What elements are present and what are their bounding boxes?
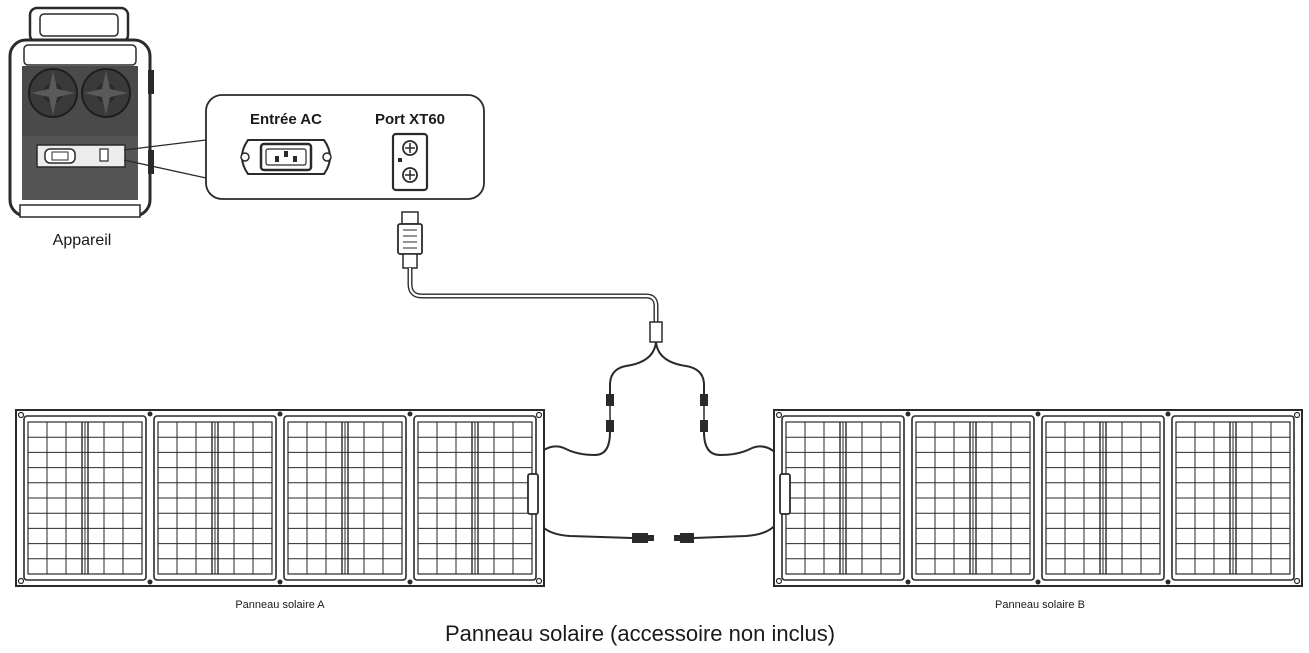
y-splitter-cable: [606, 341, 708, 432]
xt60-port-icon: [391, 132, 429, 192]
panel-b-section: [1041, 415, 1165, 581]
panel-a-section: [153, 415, 277, 581]
device-label: Appareil: [53, 232, 112, 249]
panel-a-section: [283, 415, 407, 581]
panel-b-section: [1171, 415, 1295, 581]
device-illustration: [8, 6, 154, 218]
solar-panel-b: [773, 409, 1303, 587]
panel-b-cables: [674, 431, 785, 543]
panel-a-section: [23, 415, 147, 581]
panel-a-cables: [531, 431, 654, 543]
panel-b-junction-box: [779, 473, 791, 515]
ac-input-label: Entrée AC: [250, 111, 322, 128]
panel-a-junction-box: [527, 473, 539, 515]
diagram-caption: Panneau solaire (accessoire non inclus): [445, 621, 835, 646]
xt60-port-label: Port XT60: [375, 111, 445, 128]
panel-a-label: Panneau solaire A: [235, 599, 325, 611]
panel-a-section: [413, 415, 537, 581]
ac-inlet-icon: [240, 139, 332, 175]
solar-panel-a: [15, 409, 545, 587]
callout-line-bottom: [123, 159, 207, 179]
callout-line-top: [123, 139, 207, 151]
xt60-cable: [397, 211, 663, 343]
panel-b-section: [781, 415, 905, 581]
panel-b-section: [911, 415, 1035, 581]
panel-b-label: Panneau solaire B: [995, 599, 1085, 611]
